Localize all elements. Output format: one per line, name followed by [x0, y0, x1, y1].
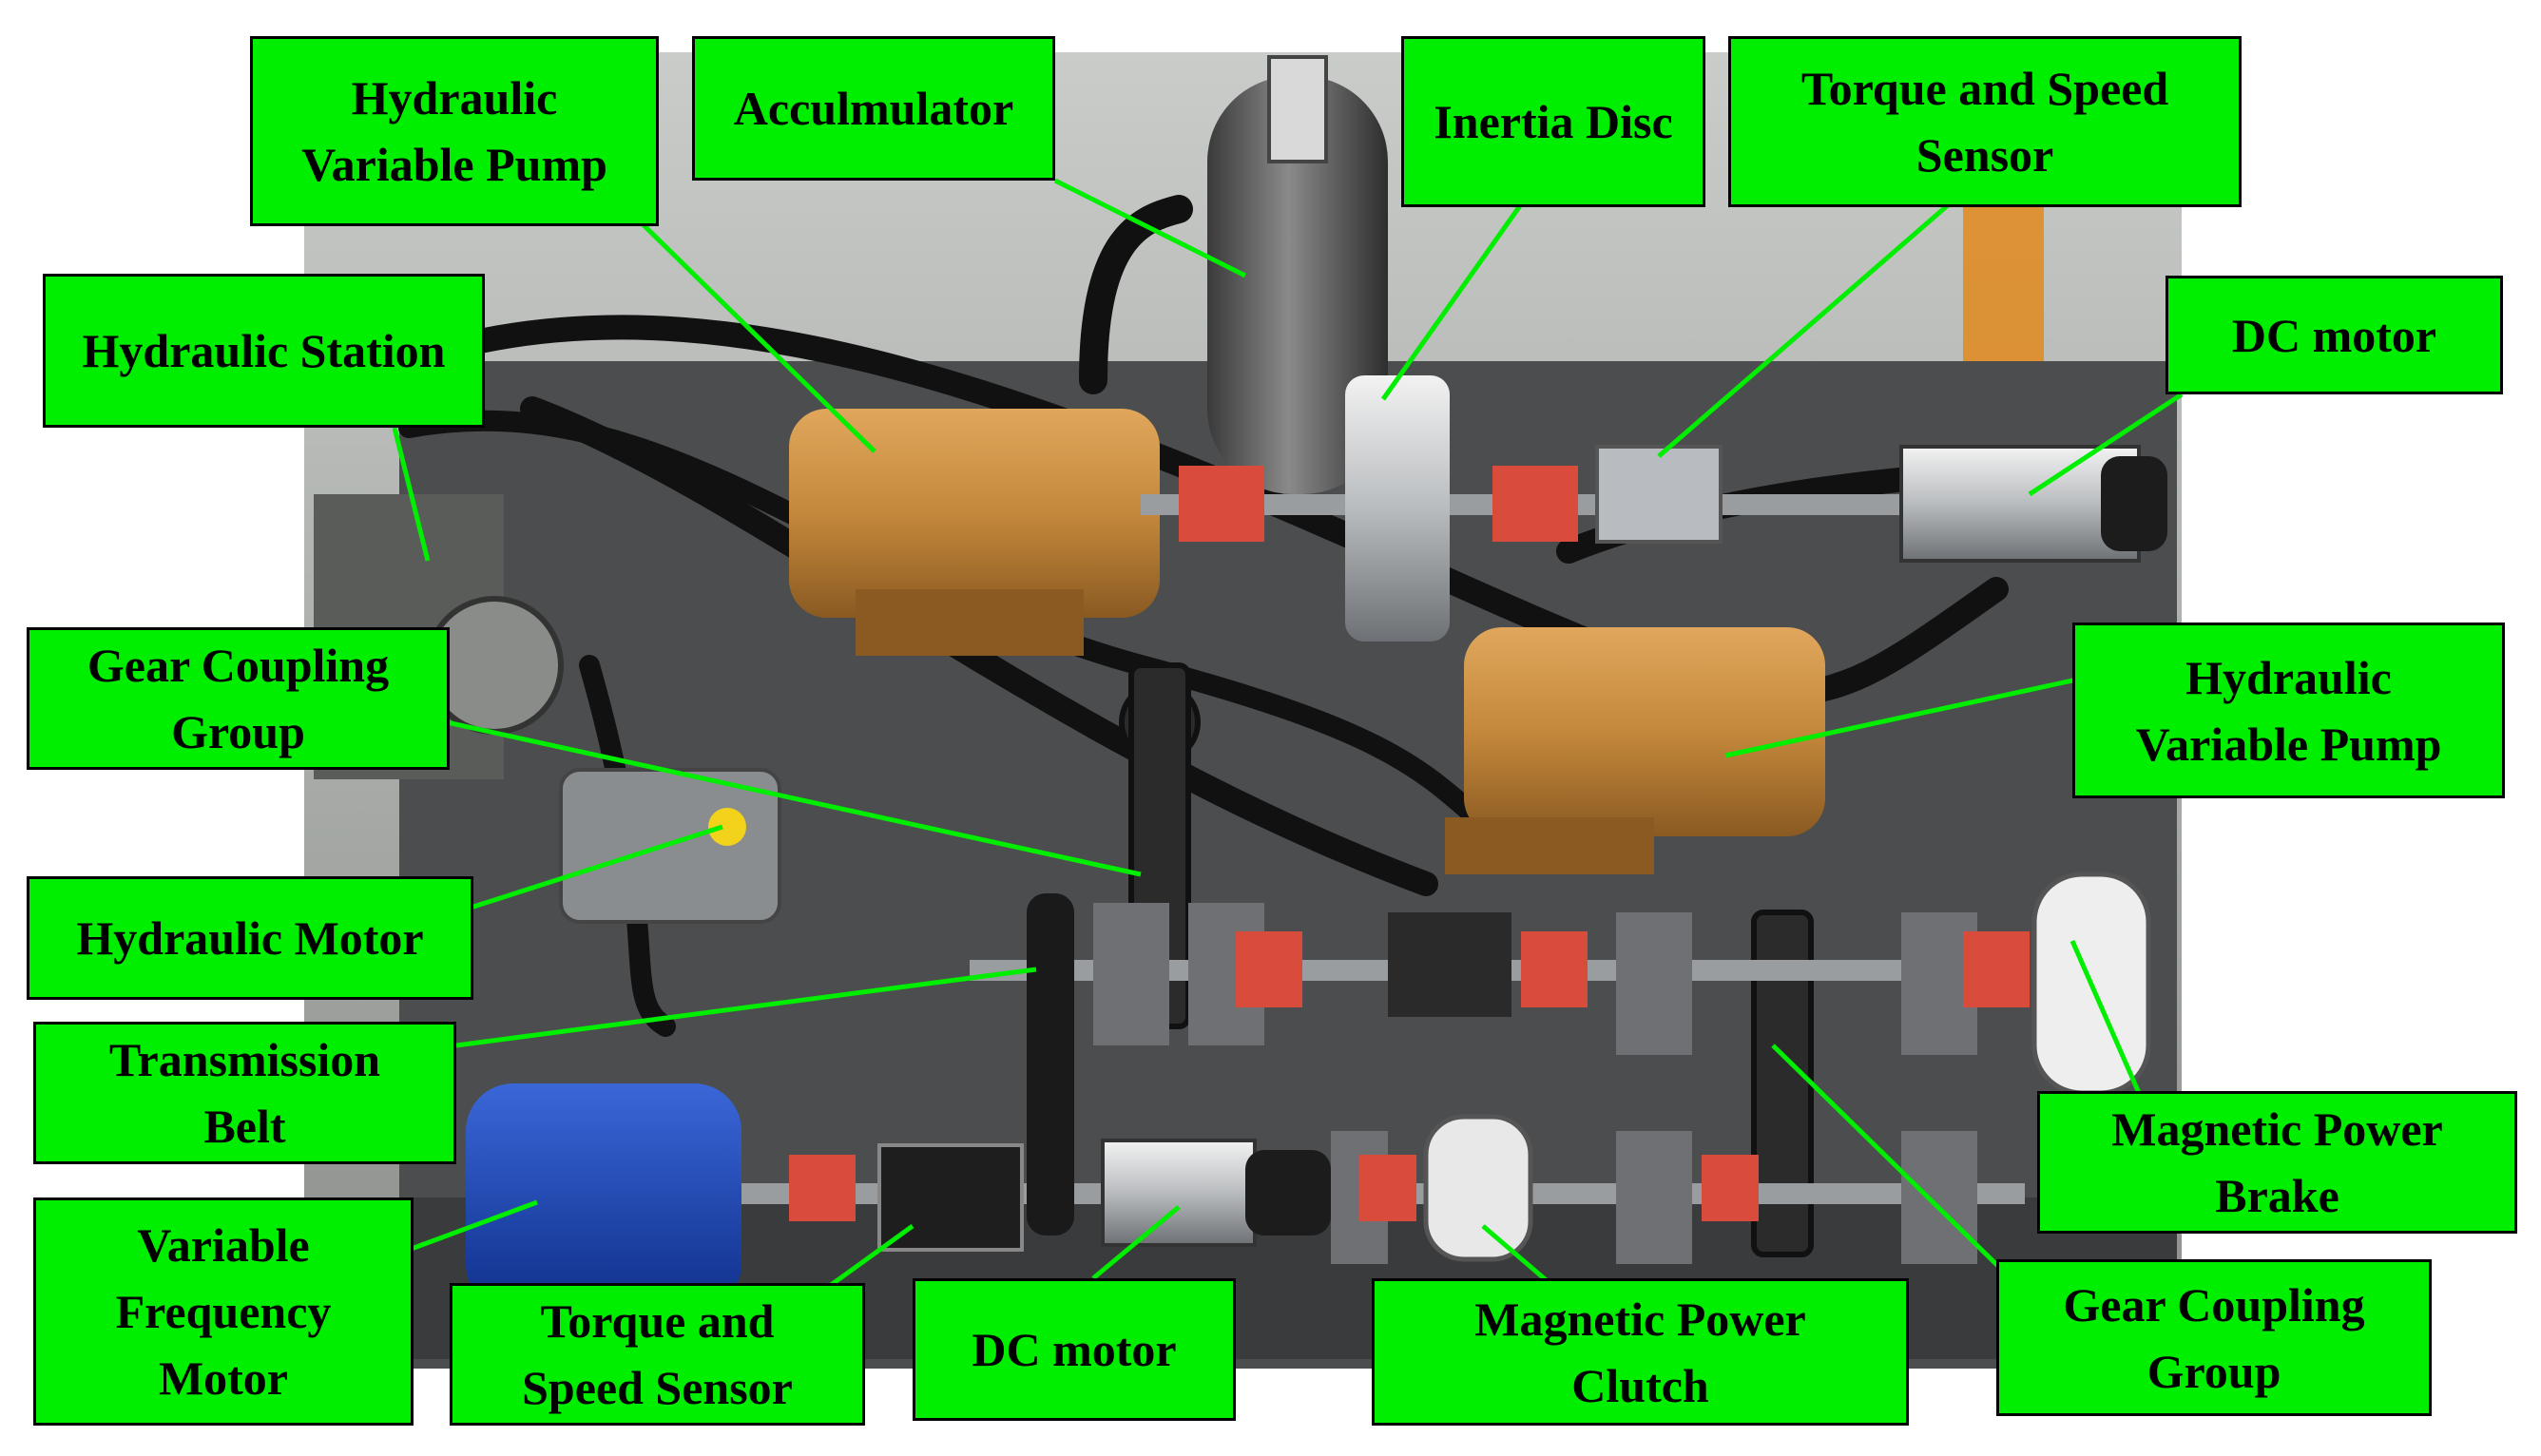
leader-magnetic-power-brake: [2069, 939, 2142, 1095]
label-magnetic-power-brake: Magnetic Power Brake: [2037, 1091, 2517, 1234]
label-gear-coupling-group-left: Gear Coupling Group: [27, 627, 450, 770]
label-magnetic-power-clutch: Magnetic Power Clutch: [1372, 1278, 1909, 1426]
upper-pump-mount: [856, 589, 1084, 656]
leader-variable-frequency-motor: [408, 1199, 538, 1253]
label-hydraulic-variable-pump-right: Hydraulic Variable Pump: [2072, 623, 2505, 798]
right-pump-body: [1464, 627, 1825, 836]
hydraulic-motor-cap: [708, 808, 746, 846]
right-pump-mount: [1445, 817, 1654, 874]
upper-coupling-1: [1179, 466, 1264, 542]
leader-dc-motor-bottom: [1091, 1205, 1181, 1280]
gear-wheels: [1119, 662, 1814, 1257]
leader-hydraulic-variable-pump-top: [635, 217, 876, 453]
lower-dc-motor-body: [1101, 1139, 1257, 1247]
label-torque-speed-sensor-top: Torque and Speed Sensor: [1728, 36, 2242, 207]
label-transmission-belt: Transmission Belt: [33, 1022, 456, 1164]
leader-accumulator: [1053, 178, 1247, 278]
leader-gear-coupling-group-right: [1771, 1044, 2008, 1275]
leader-torque-speed-sensor-top: [1657, 202, 1951, 458]
magnetic-clutch-body: [1423, 1114, 1533, 1262]
couplings: [789, 931, 2030, 1221]
upper-pump-body: [789, 409, 1160, 618]
upper-dc-motor-end: [2101, 456, 2167, 551]
label-torque-speed-sensor-bottom: Torque and Speed Sensor: [450, 1283, 865, 1426]
label-dc-motor-bottom: DC motor: [913, 1278, 1236, 1421]
accumulator-body: [1207, 76, 1388, 494]
leader-hydraulic-variable-pump-right: [1724, 677, 2078, 758]
upper-coupling-2: [1492, 466, 1578, 542]
label-hydraulic-motor: Hydraulic Motor: [27, 876, 473, 1000]
upper-dc-motor-body: [1899, 445, 2141, 563]
label-dc-motor-top: DC motor: [2166, 276, 2503, 394]
lower-dc-motor-end: [1245, 1150, 1331, 1236]
label-hydraulic-station: Hydraulic Station: [43, 274, 485, 428]
leader-hydraulic-station: [392, 427, 431, 562]
vf-motor-body: [466, 1083, 741, 1312]
upper-sensor-body: [1595, 445, 1723, 544]
leader-inertia-disc: [1380, 202, 1524, 401]
inertia-disc-shape: [1345, 375, 1450, 642]
leader-dc-motor-top: [2028, 392, 2184, 497]
label-gear-coupling-group-right: Gear Coupling Group: [1996, 1259, 2432, 1416]
transmission-belt-shape: [1027, 893, 1074, 1236]
leader-magnetic-power-clutch: [1481, 1224, 1551, 1285]
middle-sensor-body: [1388, 912, 1511, 1017]
label-variable-frequency-motor: Variable Frequency Motor: [33, 1197, 414, 1426]
leader-transmission-belt: [455, 967, 1037, 1048]
leader-hydraulic-motor: [470, 824, 723, 910]
label-accumulator: Acculmulator: [692, 36, 1055, 181]
label-hydraulic-variable-pump-top: Hydraulic Variable Pump: [250, 36, 659, 226]
accumulator-cap: [1267, 55, 1328, 163]
leader-torque-speed-sensor-bottom: [825, 1223, 914, 1291]
label-inertia-disc: Inertia Disc: [1401, 36, 1705, 207]
leader-gear-coupling-group-left: [446, 719, 1142, 877]
